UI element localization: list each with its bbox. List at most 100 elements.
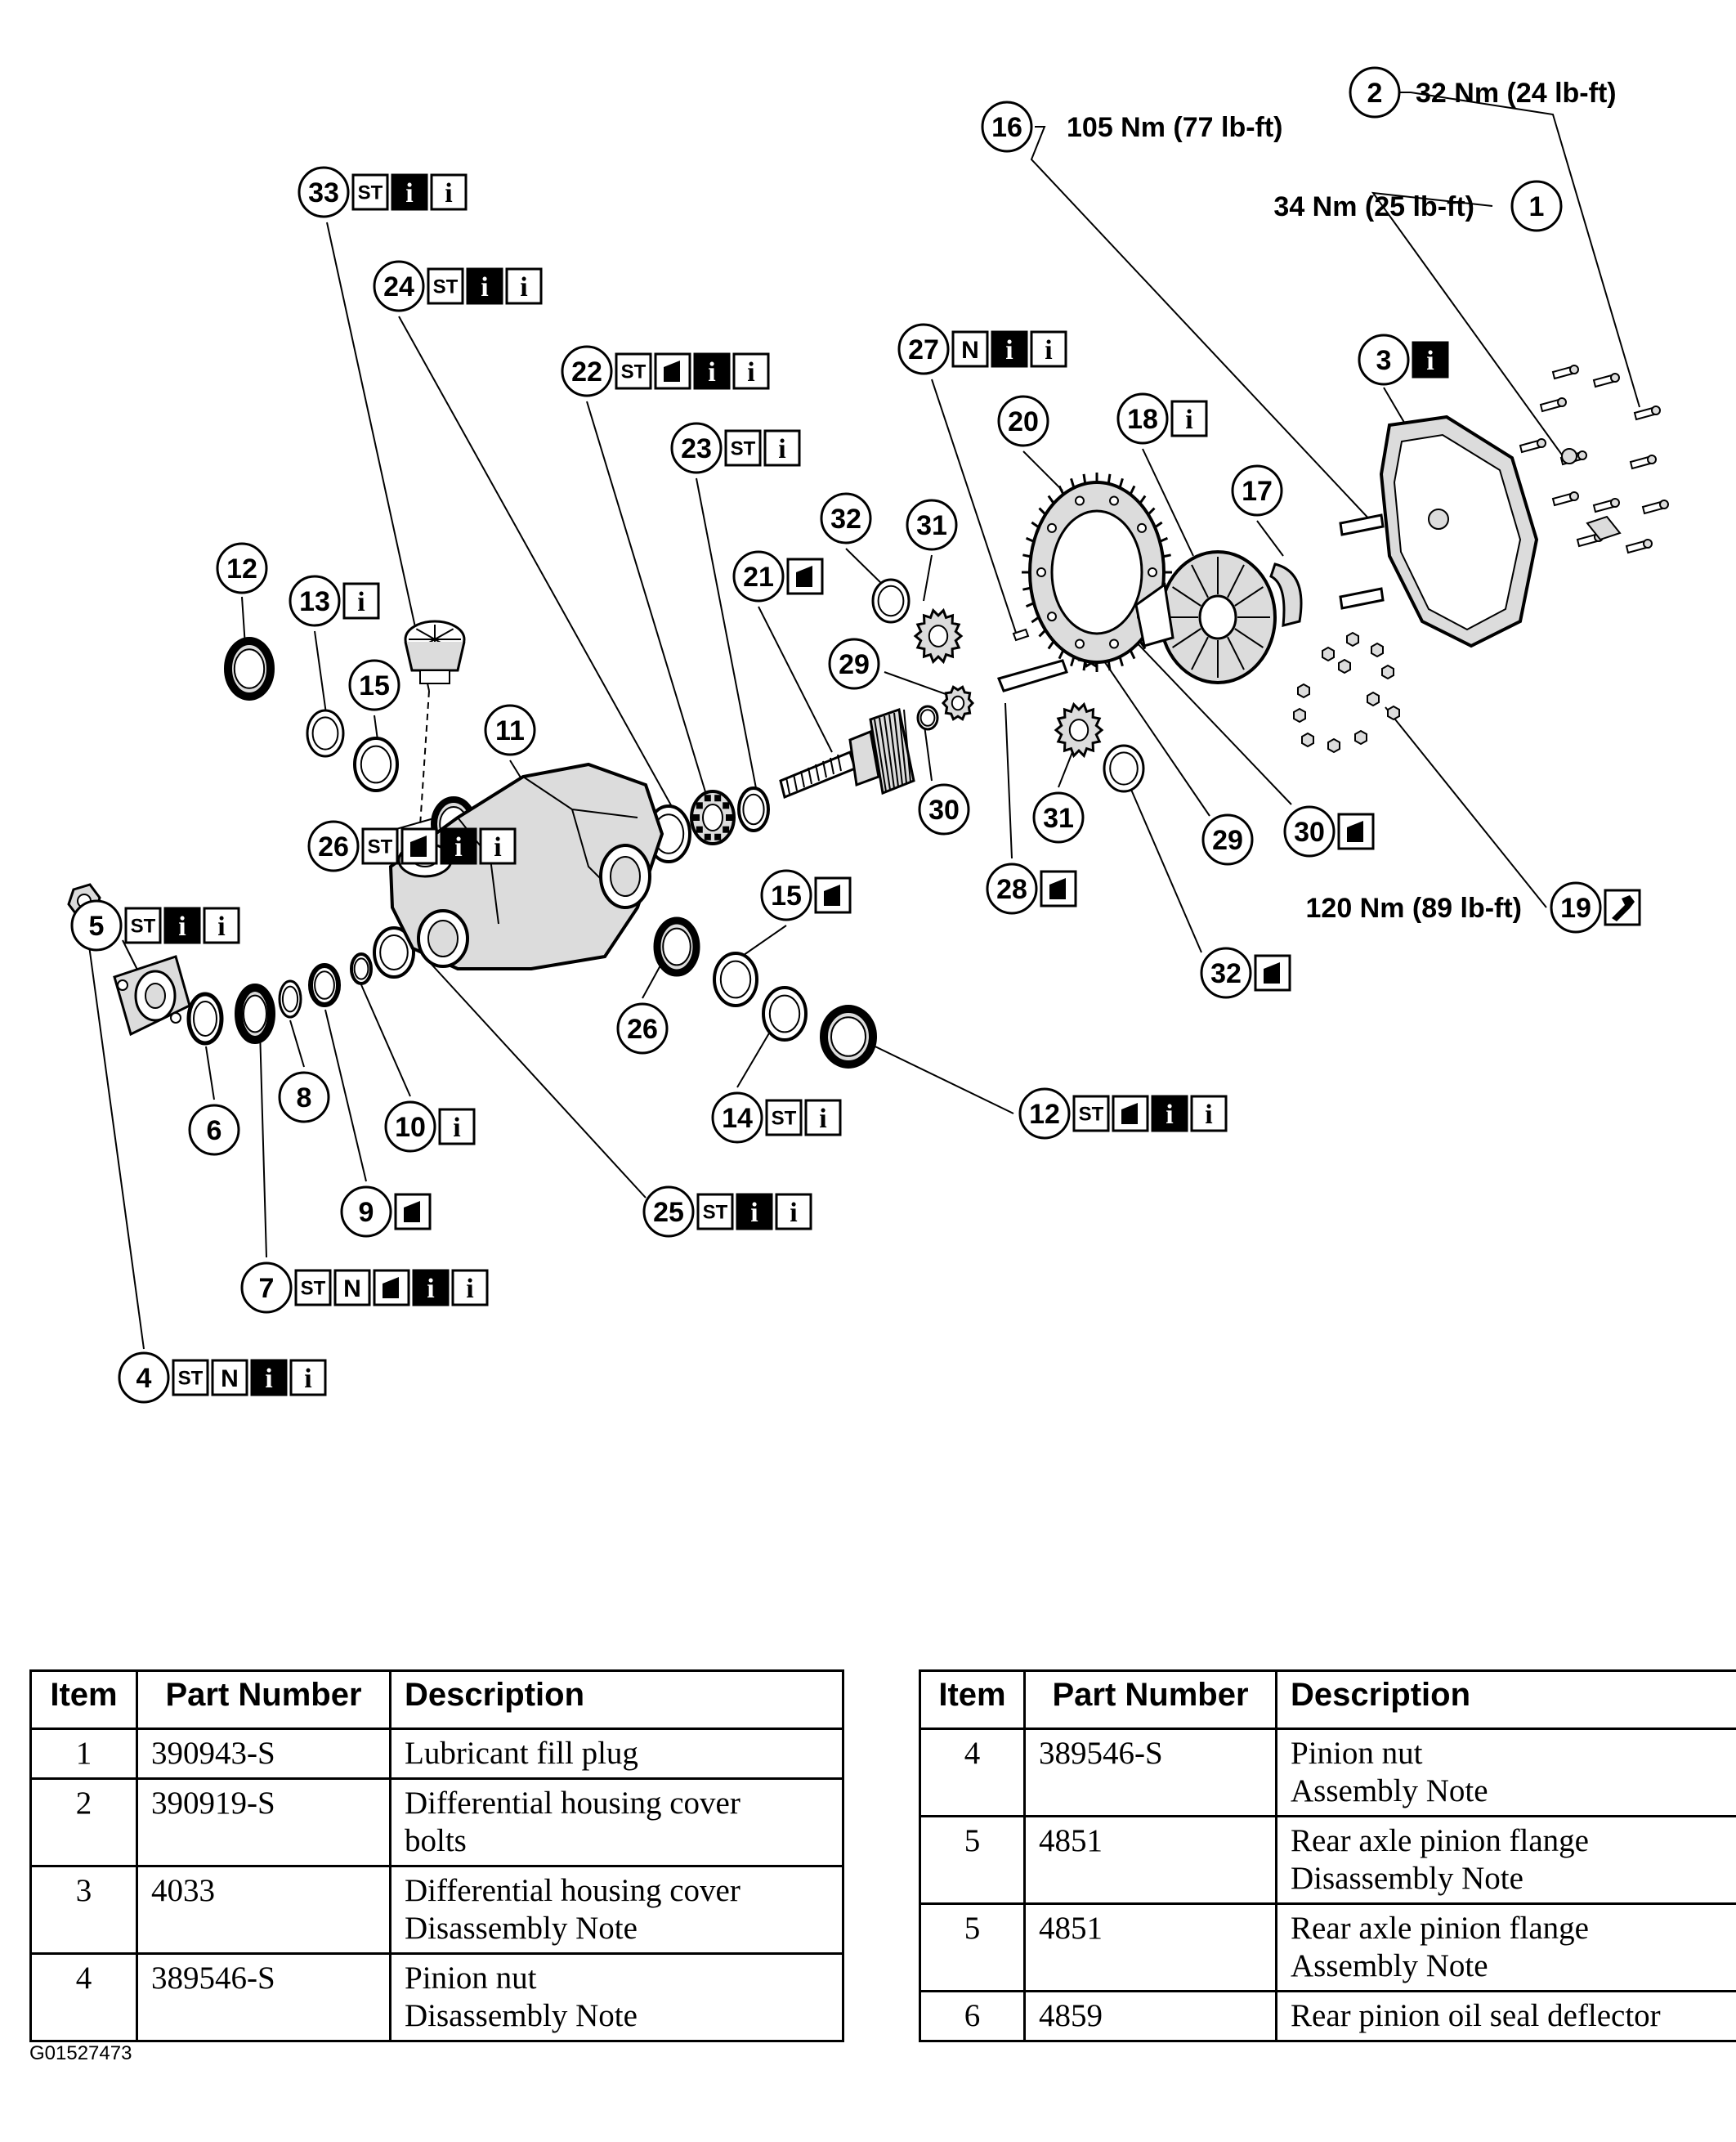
callout-number: 20: [1008, 406, 1039, 437]
icon-i-dark: i: [1412, 341, 1449, 379]
differential-case-18-drawing: [1134, 550, 1277, 684]
icon-ST: ST: [1072, 1095, 1110, 1132]
callout-circle: [906, 499, 958, 551]
callout-number: 4: [136, 1363, 152, 1394]
callout-number: 33: [308, 177, 339, 208]
callout-circle: [820, 492, 872, 544]
icon-text: i: [178, 912, 186, 942]
callout-26: 26: [616, 1002, 669, 1055]
icon-text: i: [778, 434, 785, 464]
cover-bolts-2-drawing: [1519, 365, 1669, 554]
icon-i-dark: i: [466, 267, 503, 305]
cell-item: 5: [919, 1902, 1026, 1992]
icon-N: N: [211, 1359, 248, 1396]
icon-text: ST: [772, 1108, 797, 1130]
leader-line: [1399, 92, 1640, 408]
callout-number: 18: [1127, 404, 1158, 435]
leader-lines: [84, 92, 1640, 1350]
icon-ST: ST: [294, 1269, 332, 1306]
icon-book: [1112, 1095, 1149, 1132]
icon-i-light: i: [804, 1099, 842, 1136]
shim-23-drawing: [737, 786, 770, 832]
cell-description: Rear pinion oil seal deflector: [1275, 1990, 1736, 2042]
thrust-washer-32-upper-drawing: [871, 578, 911, 624]
icon-i-light: i: [289, 1359, 327, 1396]
icon-text: ST: [178, 1368, 204, 1390]
callout-number: 12: [226, 553, 257, 585]
icon-i-dark: i: [440, 827, 477, 865]
callout-circle: [1349, 66, 1401, 119]
callout-circle: [642, 1185, 695, 1238]
housing-cover-3-drawing: [1379, 415, 1539, 648]
callout-circle: [289, 575, 341, 627]
cell-item: 1: [29, 1727, 138, 1780]
bolt-16-drawing: [1339, 587, 1385, 610]
icon-i-light: i: [203, 907, 240, 944]
callout-number: 16: [991, 112, 1022, 143]
callout-circle: [1018, 1087, 1071, 1140]
cell-part-number: 4851: [1023, 1815, 1277, 1905]
leader-line: [205, 1046, 215, 1100]
icon-i-light: i: [763, 429, 801, 467]
description-line: Assembly Note: [1291, 1948, 1488, 1983]
callout-21: 21: [732, 550, 824, 603]
callout-number: 14: [722, 1103, 753, 1134]
callout-circle: [118, 1351, 170, 1404]
ring-gear-20-drawing: [1022, 473, 1172, 672]
table-header-row: Item Part Number Description: [29, 1669, 844, 1730]
icon-text: i: [750, 1198, 758, 1228]
leader-line: [1385, 706, 1547, 908]
leader-line: [1256, 520, 1284, 557]
callout-9: 9: [340, 1185, 432, 1238]
cell-part-number: 389546-S: [1023, 1727, 1277, 1817]
icon-N: N: [333, 1269, 371, 1306]
icon-text: i: [747, 357, 754, 388]
callout-30: 30: [918, 783, 970, 836]
leader-line: [1131, 637, 1292, 805]
callout-circle: [1201, 813, 1254, 866]
leader-line: [1383, 387, 1407, 426]
callout-circle: [1116, 392, 1169, 445]
callout-number: 1: [1529, 191, 1545, 222]
icon-text: i: [265, 1364, 272, 1394]
icon-i-dark: i: [250, 1359, 288, 1396]
callout-circle: [711, 1091, 763, 1144]
description-line: Pinion nut: [1291, 1736, 1423, 1771]
leader-line: [1022, 450, 1063, 491]
callout-circle: [828, 638, 880, 690]
callout-number: 30: [1294, 817, 1325, 848]
cell-part-number: 4859: [1023, 1990, 1277, 2042]
column-header-part-number: Part Number: [1023, 1669, 1277, 1730]
icon-text: i: [217, 912, 225, 942]
icon-text: ST: [621, 361, 647, 383]
icon-book: [1040, 870, 1077, 907]
callout-circle: [216, 542, 268, 594]
callout-number: 2: [1367, 78, 1383, 109]
callout-circle: [348, 659, 400, 711]
icon-i-light: i: [1190, 1095, 1228, 1132]
drive-pinion-21-drawing: [779, 708, 915, 800]
callout-circle: [307, 820, 360, 872]
callout-number: 8: [297, 1082, 312, 1114]
bearing-cup-15-left-drawing: [353, 737, 399, 792]
callout-circle: [986, 863, 1038, 915]
icon-i-light: i: [732, 352, 770, 390]
icon-i-light: i: [438, 1108, 476, 1145]
description-line: Differential housing cover: [405, 1873, 740, 1908]
icon-i-light: i: [775, 1193, 812, 1230]
description-line: Disassembly Note: [405, 1998, 638, 2033]
leader-line: [1030, 126, 1374, 524]
leader-line: [1123, 772, 1202, 953]
callout-number: 3: [1376, 345, 1392, 376]
